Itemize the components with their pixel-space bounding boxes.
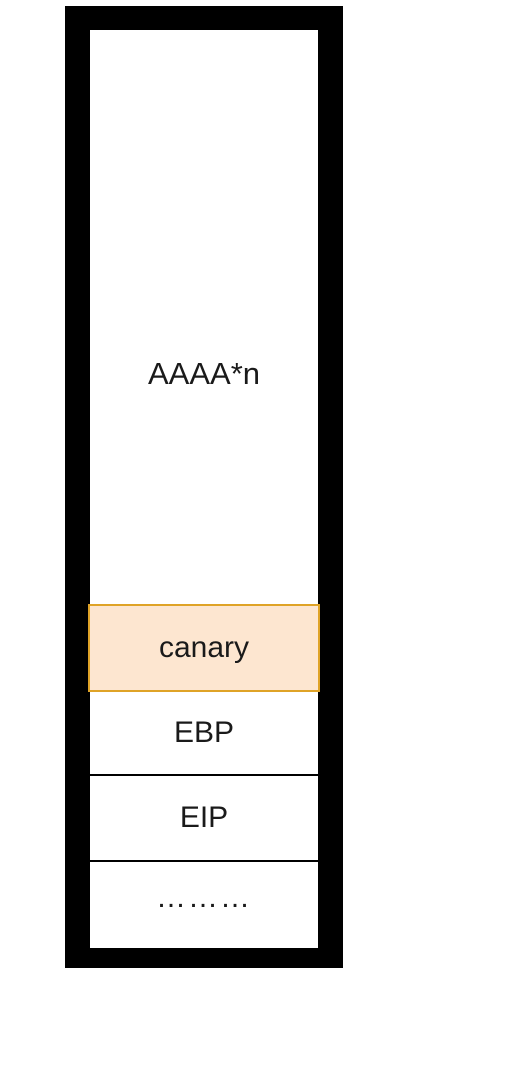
more-cell: ……… — [90, 862, 318, 948]
more-label: ……… — [156, 881, 252, 914]
canary-cell: canary — [88, 604, 320, 692]
eip-label: EIP — [179, 801, 229, 834]
eip-cell: EIP — [90, 776, 318, 862]
canary-label: canary — [158, 631, 250, 664]
stack-diagram: AAAA*n canary EBP EIP ……… — [65, 6, 343, 968]
ebp-cell: EBP — [90, 692, 318, 776]
stack-column: AAAA*n canary EBP EIP ……… — [88, 30, 320, 948]
buffer-cell: AAAA*n — [90, 30, 318, 604]
ebp-label: EBP — [173, 716, 235, 749]
buffer-label: AAAA*n — [147, 356, 260, 391]
